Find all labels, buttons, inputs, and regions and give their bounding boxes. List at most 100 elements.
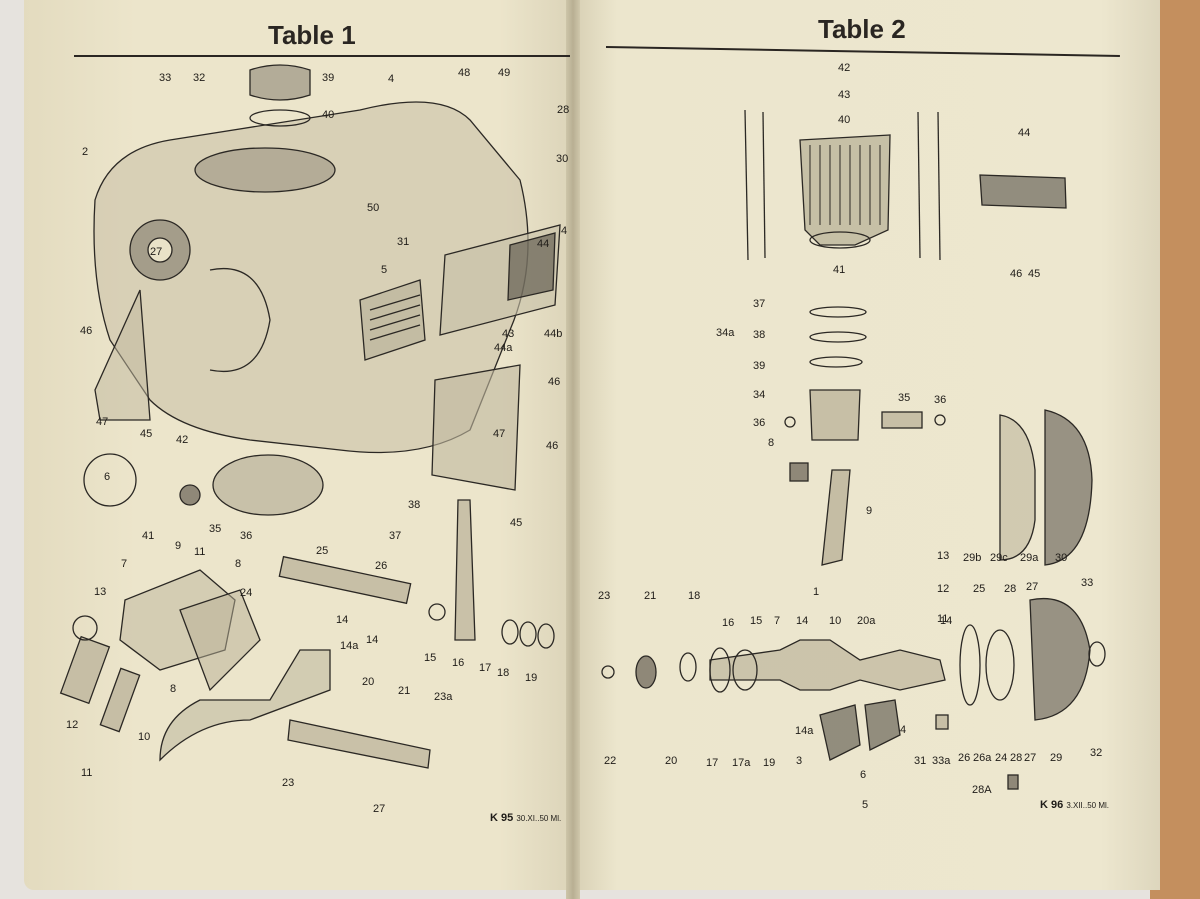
part-label: 19 xyxy=(525,672,538,684)
part-label: 27 xyxy=(1024,752,1037,764)
part-label: 45 xyxy=(1028,268,1041,280)
part-label: 28 xyxy=(1010,752,1023,764)
part-label: 17 xyxy=(706,757,719,769)
part-label: 20a xyxy=(857,615,876,627)
part-label: 27 xyxy=(150,246,163,258)
part-label: 11 xyxy=(194,546,206,558)
part-label: 37 xyxy=(389,530,402,542)
part-label: 6 xyxy=(104,471,111,483)
part-label: 47 xyxy=(493,428,506,440)
part-label: 4 xyxy=(388,73,395,85)
part-label: 27 xyxy=(1026,581,1039,593)
part-label: 40 xyxy=(838,114,851,126)
part-label: 8 xyxy=(170,683,177,695)
part-label: 9 xyxy=(175,540,182,552)
part-label: 26 xyxy=(375,560,388,572)
part-label: 49 xyxy=(498,67,511,79)
part-label: 14 xyxy=(336,614,349,626)
part-label: 14a xyxy=(795,725,814,737)
part-label: 31 xyxy=(397,236,410,248)
part-label: 21 xyxy=(398,685,411,697)
part-label: 14a xyxy=(340,640,359,652)
part-label: 10 xyxy=(829,615,842,627)
part-label: 46 xyxy=(1010,268,1023,280)
part-label: 28A xyxy=(972,784,992,796)
table1-title: Table 1 xyxy=(268,20,356,50)
part-label: 32 xyxy=(1090,747,1103,759)
part-label: 26a xyxy=(973,752,992,764)
part-label: 25 xyxy=(973,583,986,595)
part-label: 38 xyxy=(408,499,421,511)
part-label: 8 xyxy=(768,437,775,449)
part-label: 12 xyxy=(937,583,950,595)
part-label: 29b xyxy=(963,552,982,564)
part-label: 31 xyxy=(914,755,927,767)
part-label: 33 xyxy=(1081,577,1094,589)
part-label: 34 xyxy=(753,389,766,401)
part-label: 14 xyxy=(940,615,953,627)
part-label: 20 xyxy=(665,755,678,767)
part-label: 29 xyxy=(1050,752,1063,764)
part-label: 34a xyxy=(716,327,735,339)
part-label: 14 xyxy=(796,615,809,627)
part-label: 1 xyxy=(813,586,820,598)
part-label: 24 xyxy=(995,752,1008,764)
gearshift-parts-drawing xyxy=(59,484,555,769)
part-label: 45 xyxy=(510,517,523,529)
part-label: 10 xyxy=(138,731,151,743)
table1-rule xyxy=(74,55,570,57)
part-label: 21 xyxy=(644,590,657,602)
piston-drawing xyxy=(784,306,946,566)
part-label: 5 xyxy=(862,799,869,811)
part-label: 23 xyxy=(598,590,611,602)
part-label: 2 xyxy=(82,146,89,158)
part-label: 23a xyxy=(434,691,453,703)
part-label: 14 xyxy=(366,634,379,646)
part-label: 18 xyxy=(497,667,510,679)
part-label: 45 xyxy=(140,428,153,440)
part-label: 35 xyxy=(209,523,222,535)
part-label: 33 xyxy=(159,72,172,84)
part-label: 44 xyxy=(537,238,550,250)
book-gutter xyxy=(566,0,580,899)
part-label: 46 xyxy=(546,440,559,452)
part-label: 6 xyxy=(860,769,867,781)
part-label: 30 xyxy=(556,153,569,165)
part-label: 44a xyxy=(494,342,513,354)
part-label: 36 xyxy=(934,394,947,406)
part-label: 36 xyxy=(240,530,253,542)
part-label: 9 xyxy=(866,505,873,517)
part-label: 46 xyxy=(80,325,93,337)
part-label: 29a xyxy=(1020,552,1039,564)
part-label: 39 xyxy=(753,360,766,372)
part-label: 47 xyxy=(96,416,109,428)
part-label: 8 xyxy=(235,558,242,570)
part-label: 3 xyxy=(796,755,803,767)
part-label: 11 xyxy=(81,767,93,779)
part-label: 41 xyxy=(833,264,846,276)
part-label: 44b xyxy=(544,328,563,340)
left-page-reference: K 95 30.XI..50 Ml. xyxy=(490,812,562,824)
part-label: 43 xyxy=(838,89,851,101)
cylinder-drawing xyxy=(744,109,1067,261)
part-label: 27 xyxy=(373,803,386,815)
part-label: 23 xyxy=(282,777,295,789)
part-label: 28 xyxy=(1004,583,1017,595)
part-label: 15 xyxy=(750,615,763,627)
part-label: 15 xyxy=(424,652,437,664)
part-label: 17a xyxy=(732,757,751,769)
part-label: 22 xyxy=(604,755,617,767)
part-label: 48 xyxy=(458,67,471,79)
part-label: 43 xyxy=(502,328,515,340)
part-label: 7 xyxy=(121,558,128,570)
part-label: 41 xyxy=(142,530,155,542)
part-label: 39 xyxy=(322,72,335,84)
part-label: 29c xyxy=(990,552,1008,564)
part-label: 16 xyxy=(722,617,735,629)
part-label: 20 xyxy=(362,676,375,688)
part-label: 18 xyxy=(688,590,701,602)
part-label: 5 xyxy=(381,264,388,276)
part-label: 38 xyxy=(753,329,766,341)
part-label: 44 xyxy=(1018,127,1031,139)
